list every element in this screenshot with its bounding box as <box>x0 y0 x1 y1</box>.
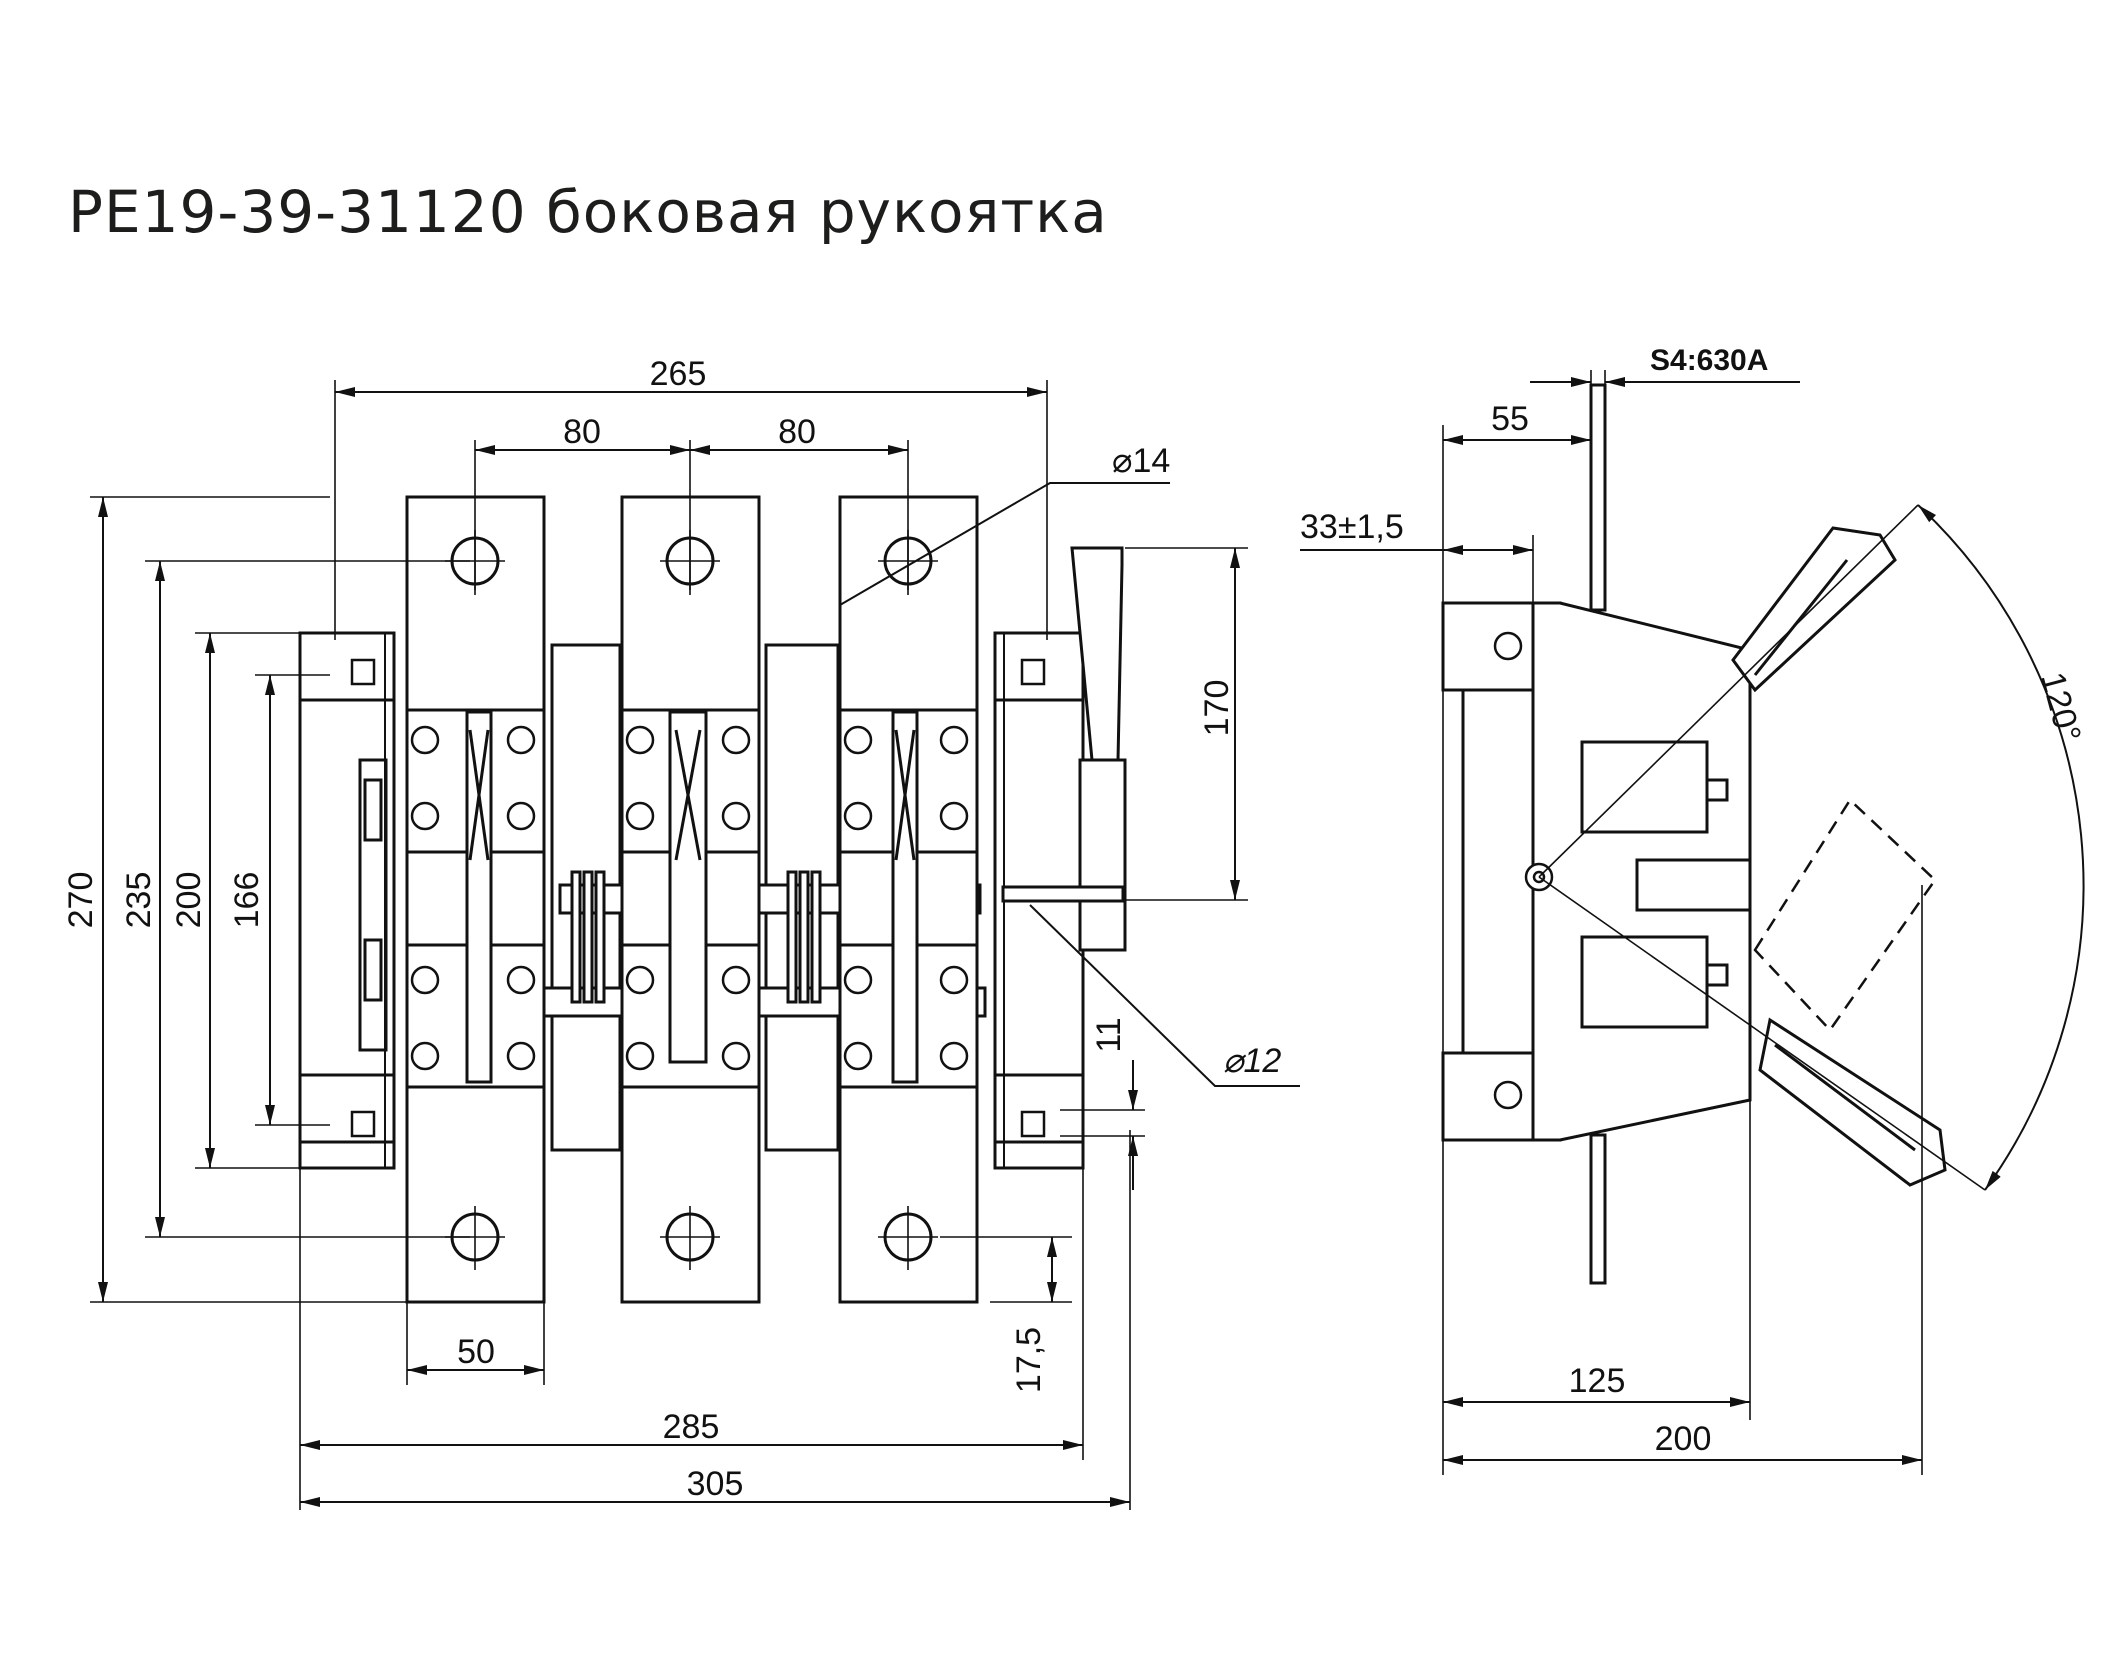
arc-120 <box>1917 504 2085 1191</box>
ray-lower <box>1538 876 1986 1191</box>
dim-s4-label: S4:630A <box>1650 344 1768 377</box>
dim-305-label: 305 <box>687 1465 744 1503</box>
side-body <box>1461 601 1752 1142</box>
side-dimension-lines <box>1300 377 1922 1465</box>
side-view: S4:630A 55 33±1,5 120° 125 200 <box>1300 344 2088 1475</box>
dim-33-label: 33±1,5 <box>1300 508 1404 546</box>
front-view: 265 80 80 ⌀14 170 270 235 200 166 11 ⌀12… <box>62 355 1300 1510</box>
dim-170-label: 170 <box>1198 680 1236 737</box>
pole-bolts <box>410 725 969 1071</box>
pole-left <box>405 495 546 1304</box>
dim-120deg-label: 120° <box>2033 668 2088 746</box>
pole-middle <box>620 495 761 1304</box>
page-title: РЕ19-39-31120 боковая рукоятка <box>68 178 1108 246</box>
side-brackets <box>1441 601 1562 1142</box>
dim-80-left-label: 80 <box>563 413 601 451</box>
side-handle <box>1001 546 1127 952</box>
left-base-plate <box>298 631 396 1170</box>
terminal-holes <box>445 530 938 1270</box>
ray-upper <box>1538 504 1919 878</box>
front-dimension-lines <box>98 387 1300 1507</box>
dim-166-label: 166 <box>228 872 266 929</box>
side-handle-upper <box>1731 526 1897 693</box>
side-extension-lines <box>1442 370 1923 1475</box>
dim-hole-d12-label: ⌀12 <box>1223 1042 1281 1080</box>
dim-55-label: 55 <box>1491 400 1529 438</box>
dim-hole-d14-label: ⌀14 <box>1112 442 1170 480</box>
side-top-rod <box>1589 383 1607 612</box>
dim-265-label: 265 <box>650 355 707 393</box>
dim-285-label: 285 <box>663 1408 720 1446</box>
dim-235-label: 235 <box>120 872 158 929</box>
dim-80-right-label: 80 <box>778 413 816 451</box>
side-bottom-rod <box>1589 1133 1607 1285</box>
side-handle-lower <box>1758 1017 1947 1187</box>
dim-200-label: 200 <box>170 872 208 929</box>
dim-50-label: 50 <box>457 1333 495 1371</box>
dim-200-side-label: 200 <box>1655 1420 1712 1458</box>
dim-17-5-label: 17,5 <box>1010 1327 1048 1393</box>
dim-11-label: 11 <box>1090 1017 1128 1052</box>
side-handle-dashed <box>1753 798 1937 1032</box>
pole-right <box>838 495 979 1304</box>
shaft-discs <box>570 870 822 1004</box>
dim-125-label: 125 <box>1569 1362 1626 1400</box>
dim-270-label: 270 <box>62 872 100 929</box>
front-dimension-labels: 265 80 80 ⌀14 170 270 235 200 166 11 ⌀12… <box>62 355 1281 1503</box>
